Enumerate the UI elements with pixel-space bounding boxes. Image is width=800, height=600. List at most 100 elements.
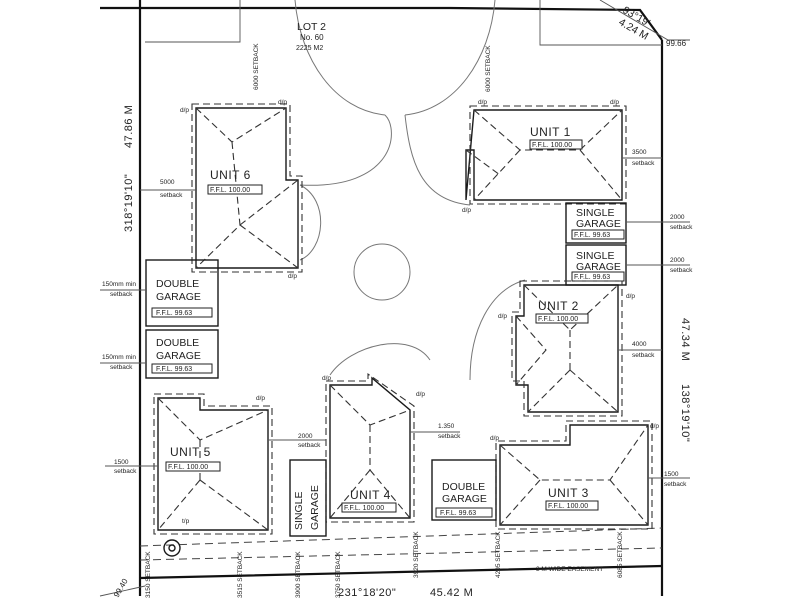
south-boundary [139, 564, 663, 580]
garage-double-south-ffl-box [435, 507, 493, 518]
garage-single-1-line2: GARAGE [576, 218, 621, 230]
west-bearing: 318°19'10" [123, 174, 135, 232]
setback-150-a-word: setback [110, 291, 133, 298]
setback-2000-a: 2000 [670, 214, 685, 221]
unit-4-label: UNIT 4 [350, 488, 391, 502]
lot2-boundary-right [539, 0, 662, 46]
garage-single-2-line1: SINGLE [576, 250, 615, 262]
unit-6-ffl-box [207, 184, 263, 195]
setback-4000: 4000 [632, 341, 647, 348]
setback-annotations: 6000 SETBACK 6000 SETBACK 5000 setback 3… [100, 43, 693, 598]
south-length: 45.42 M [430, 587, 473, 599]
garage-double-1-ffl-box [151, 307, 213, 318]
site-boundary [99, 0, 690, 597]
garage-double-2-line1: DOUBLE [156, 337, 199, 349]
garage-single-1-ffl-box [571, 229, 625, 240]
driveway-curve-se [469, 279, 526, 381]
driveway-stem-left [299, 114, 392, 186]
setback-3515: 3515 SETBACK [237, 551, 244, 598]
north-boundary [100, 6, 663, 41]
lot-2-label: LOT 2 No. 60 2225 M2 [296, 21, 326, 52]
east-length: 47.34 M [679, 318, 691, 361]
unit-4: UNIT 4 F.F.L. 100.00 d/p d/p [322, 372, 425, 523]
unit-3: UNIT 3 F.F.L. 100.00 d/p d/p [490, 420, 659, 530]
unit-4-dp-1: d/p [322, 375, 331, 382]
unit-6-ffl: F.F.L. 100.00 [210, 187, 250, 194]
unit-1-dp-1: d/p [478, 99, 487, 106]
setback-6000-left: 6000 SETBACK [253, 43, 260, 90]
setback-1500-a: 1500 [114, 459, 129, 466]
unit-5-dp-1: d/p [256, 395, 265, 402]
garage-double-1-line1: DOUBLE [156, 278, 199, 290]
setback-3920: 3920 SETBACK [413, 531, 420, 578]
garage-double-south-line1: DOUBLE [442, 481, 485, 493]
south-bearing: 231°18'20" [338, 587, 396, 599]
setback-150-b-word: setback [110, 364, 133, 371]
service-pit-inner [168, 544, 176, 552]
garage-single-1-line1: SINGLE [576, 207, 615, 219]
garage-single-3: SINGLE GARAGE [289, 459, 327, 537]
setback-1350: 1.350 [438, 423, 455, 430]
unit-4-dp-2: d/p [416, 391, 425, 398]
setback-1350-word: setback [438, 433, 461, 440]
unit-3-label: UNIT 3 [548, 486, 589, 500]
unit-6-dp-1: d/p [180, 107, 189, 114]
setback-2000-c-word: setback [298, 442, 321, 449]
setback-2000-b: 2000 [670, 257, 685, 264]
garage-double-south: DOUBLE GARAGE F.F.L. 99.63 [431, 459, 497, 521]
lot-title: LOT 2 [297, 21, 326, 33]
unit-6-label: UNIT 6 [210, 168, 251, 182]
garage-single-2-ffl: F.F.L. 99.63 [574, 274, 610, 281]
setback-6000-right: 6000 SETBACK [485, 45, 492, 92]
common-driveway [294, 0, 526, 381]
ne-splay [599, 0, 690, 41]
unit-2-label: UNIT 2 [538, 299, 579, 313]
sw-value: 99.40 [112, 577, 130, 599]
unit-2-ffl: F.F.L. 100.00 [538, 316, 578, 323]
setback-150-b: 150mm min [102, 354, 136, 361]
unit-5-tp: t/p [182, 518, 190, 525]
unit-2-dp-1: d/p [498, 313, 507, 320]
setback-6085: 6085 SETBACK [617, 531, 624, 578]
turning-circle [353, 243, 411, 301]
setback-4295: 4295 SETBACK [495, 531, 502, 578]
unit-5-label: UNIT 5 [170, 445, 211, 459]
setback-2000-c: 2000 [298, 433, 313, 440]
easement-line-2 [139, 547, 663, 561]
driveway-curve-sw [329, 343, 431, 376]
driveway-entry-left [294, 0, 386, 116]
unit-3-ffl-box [545, 500, 599, 511]
unit-2-dp-2: d/p [626, 293, 635, 300]
garage-double-1-line2: GARAGE [156, 291, 201, 303]
west-length: 47.86 M [123, 105, 135, 148]
setback-1500-b: 1500 [664, 471, 679, 478]
setback-5000: 5000 [160, 179, 175, 186]
unit-1-dp-2: d/p [610, 99, 619, 106]
unit-1-label: UNIT 1 [530, 125, 571, 139]
unit-1: UNIT 1 F.F.L. 100.00 d/p d/p d/p [462, 99, 627, 214]
unit-6: UNIT 6 F.F.L. 100.00 d/p d/p d/p [180, 99, 303, 280]
garage-double-2-ffl: F.F.L. 99.63 [156, 366, 192, 373]
garage-single-3-line1: SINGLE [293, 491, 305, 530]
lot2-boundary-left [145, 0, 241, 43]
unit-1-ffl: F.F.L. 100.00 [532, 142, 572, 149]
garage-double-south-ffl: F.F.L. 99.63 [440, 510, 476, 517]
unit-4-ffl: F.F.L. 100.00 [344, 505, 384, 512]
setback-1500-a-word: setback [114, 468, 137, 475]
easement-label: 3 M WIDE EASEMENT [536, 566, 603, 573]
driveway-stem-right [404, 114, 471, 206]
east-bearing: 138°19'10" [679, 384, 691, 442]
unit-6-dp-3: d/p [288, 273, 297, 280]
unit-3-dp-1: d/p [490, 435, 499, 442]
setback-2000-a-word: setback [670, 224, 693, 231]
setback-3500: 3500 [632, 149, 647, 156]
unit-2-ffl-box [535, 313, 589, 324]
setback-3900: 3900 SETBACK [295, 551, 302, 598]
setback-3750: 3750 SETBACK [335, 551, 342, 598]
easement-line-1 [139, 527, 663, 547]
garage-double-1-ffl: F.F.L. 99.63 [156, 310, 192, 317]
garage-double-2-ffl-box [151, 363, 213, 374]
setback-1500-b-word: setback [664, 481, 687, 488]
unit-5-ffl-box [165, 461, 221, 472]
unit-6-dp-2: d/p [278, 99, 287, 106]
